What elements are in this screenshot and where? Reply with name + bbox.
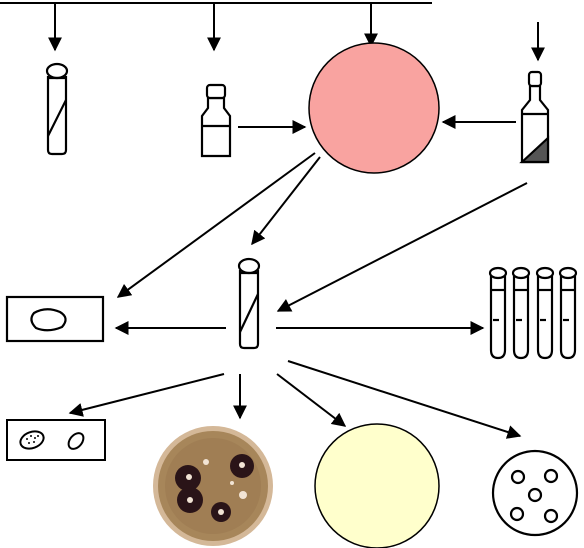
culture-bottle-slant-icon [519,70,550,164]
plate-with-discs-icon [491,449,579,537]
slide-with-oval-icon [5,295,105,343]
top-connector [0,2,545,62]
arrow-culture-to-center-tube [276,182,528,312]
bottom-plate [314,423,440,548]
arrow-tube-to-disc-plate [287,360,522,439]
bottle-icon [200,83,232,158]
arrow-plate-to-center-tube [251,156,321,246]
arrow-plate-to-slide [116,152,316,298]
arrow-tube-to-small-slide [68,373,225,417]
slide-with-two-ovals-icon [6,419,106,461]
center-slant-tube-icon [237,257,261,350]
four-test-tubes-icon [488,266,578,360]
plate-with-colonies-photo [150,426,276,546]
arrow-tube-to-yellow-plate [276,373,347,427]
top-plate [308,42,440,174]
slant-tube-icon [45,62,69,156]
